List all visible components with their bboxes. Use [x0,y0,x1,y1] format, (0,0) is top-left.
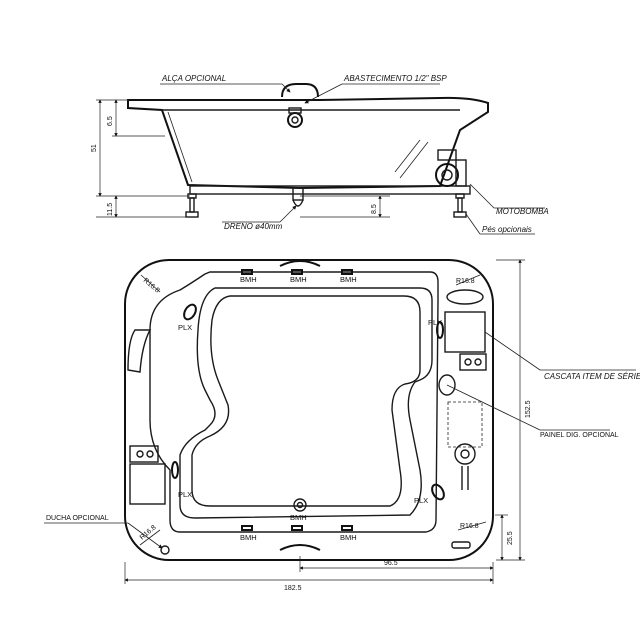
left-components [127,329,170,555]
plx-jets: PLX PLX PLX PLX [171,303,445,505]
dim-depth: 152.5 [525,400,532,418]
handle-top [279,260,321,267]
plan-dimensions: 182.5 96.5 152.5 25.5 [124,259,532,592]
right-components [438,289,487,490]
dim-total-height: 51 [91,144,98,152]
inner-rim [149,271,439,533]
plan-view: BMH BMH BMH BMH BMH BMH PLX PLX PLX PLX [44,259,640,592]
jets-bottom: BMH BMH BMH [240,513,357,542]
textured-floor [191,295,421,507]
pump-motor [394,139,467,187]
dim-half-width: 96.5 [384,560,398,567]
label-supply: ABASTECIMENTO 1/2" BSP [343,74,447,83]
supply-fitting [287,107,303,128]
label-feet: Pés opcionais [482,225,532,234]
side-view: ALÇA OPCIONAL ABASTECIMENTO 1/2" BSP MOT… [91,74,549,235]
feet [185,193,467,218]
plx-label: PLX [428,318,442,327]
dim-corner: 25.5 [507,531,514,545]
drain [293,498,307,512]
jet-label: BMH [240,275,257,284]
plx-label: PLX [414,496,428,505]
jet-label: BMH [240,533,257,542]
dim-rim: 6.5 [107,116,114,126]
handle [281,83,319,98]
logo-badge [451,541,471,549]
base-plate [189,185,471,195]
jets-top: BMH BMH BMH [240,269,357,284]
handle-bottom [279,544,321,551]
label-handle: ALÇA OPCIONAL [161,74,226,83]
label-pump: MOTOBOMBA [496,207,549,216]
label-shower: DUCHA OPCIONAL [46,515,109,522]
jet-label: BMH [340,533,357,542]
tub-body [127,96,489,190]
outer-rim [124,259,494,561]
dim-width: 182.5 [284,585,302,592]
jet-label: BMH [290,275,307,284]
drain-pipe [292,187,304,207]
dim-base: 11.5 [107,203,114,216]
jet-label: BMH [340,275,357,284]
label-drain: DRENO ø40mm [224,222,283,231]
jet-label: BMH [290,513,307,522]
cavity-wall [179,287,433,519]
label-cascade: CASCATA ITEM DE SÉRIE [544,372,640,381]
radius-top-left: R16.8 [142,277,161,294]
dim-drain: 8.5 [371,204,378,214]
plx-label: PLX [178,490,192,499]
label-panel: PAINEL DIG. OPCIONAL [540,432,619,439]
side-dimensions: 51 6.5 11.5 8.5 [91,99,390,218]
plx-label: PLX [178,323,192,332]
